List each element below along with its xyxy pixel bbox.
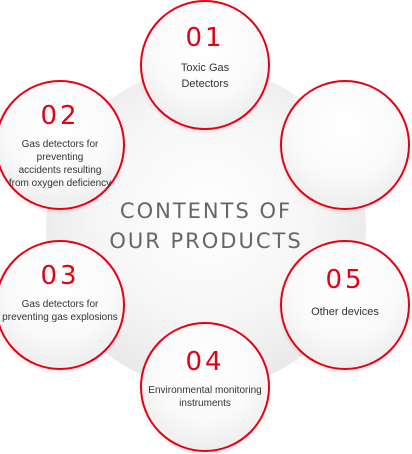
product-number: 04 — [185, 347, 225, 377]
product-number: 01 — [185, 23, 225, 53]
product-number: 05 — [325, 265, 365, 295]
product-label-line: Gas detectors for preventing — [21, 139, 99, 163]
center-title-line-1: CONTENTS OF — [119, 199, 293, 223]
product-label-line: Other devices — [311, 306, 379, 318]
product-number: 02 — [40, 101, 80, 131]
product-node-01[interactable]: 01 Toxic Gas Detectors — [140, 0, 270, 130]
product-label: Gas detectors for preventing gas explosi… — [0, 298, 120, 324]
product-label-line: accidents resulting — [18, 165, 102, 176]
product-label: Environmental monitoring instruments — [145, 384, 265, 410]
product-label: Other devices — [285, 306, 405, 319]
product-node-empty[interactable] — [280, 80, 410, 210]
product-label-line: Detectors — [181, 78, 229, 90]
product-number: 03 — [40, 261, 80, 291]
center-title: CONTENTS OF OUR PRODUCTS — [96, 196, 316, 256]
center-title-line-2: OUR PRODUCTS — [109, 229, 303, 253]
product-label: Gas detectors for preventing accidents r… — [0, 138, 120, 190]
product-label-line: preventing gas explosions — [2, 312, 118, 323]
product-label-line: Gas detectors for — [21, 299, 99, 310]
product-node-04[interactable]: 04 Environmental monitoring instruments — [140, 322, 270, 452]
product-node-05[interactable]: 05 Other devices — [280, 240, 410, 370]
product-node-02[interactable]: 02 Gas detectors for preventing accident… — [0, 80, 125, 210]
product-node-03[interactable]: 03 Gas detectors for preventing gas expl… — [0, 240, 125, 370]
product-label-line: instruments — [179, 398, 231, 409]
product-label: Toxic Gas Detectors — [145, 60, 265, 92]
product-label-line: Toxic Gas — [180, 62, 230, 74]
product-label-line: Environmental monitoring — [148, 385, 262, 396]
product-label-line: from oxygen deficiency — [8, 178, 112, 189]
